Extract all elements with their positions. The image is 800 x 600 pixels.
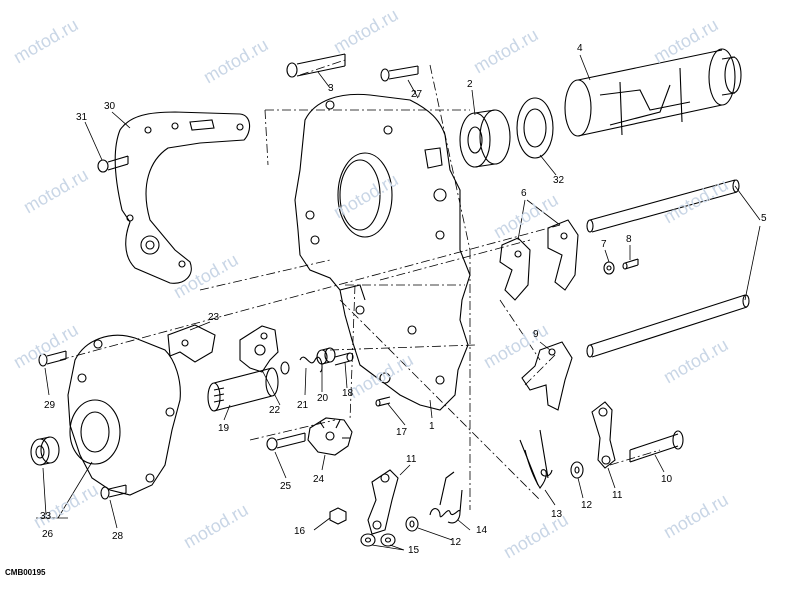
part-label-1: 1 [429,421,435,432]
spacer-2 [459,109,511,168]
pin-20 [316,347,336,365]
bolt-29 [38,350,67,367]
part-label-11a: 11 [406,454,417,465]
part-label-12a: 12 [450,537,462,548]
gearchange-drum-4 [564,48,742,137]
part-label-5: 5 [761,213,767,224]
part-label-6: 6 [521,188,527,199]
washer-7 [603,261,615,275]
bolt-27 [380,65,419,82]
part-label-18: 18 [342,388,354,399]
pin-8 [622,258,639,270]
lever-11-lower [367,469,399,535]
part-label-7: 7 [601,239,607,250]
part-label-4: 4 [577,43,583,54]
pin-10 [629,430,684,463]
washer-12-lower [405,516,419,532]
part-label-14: 14 [476,525,488,536]
part-label-22: 22 [269,405,281,416]
dowel-17 [375,396,391,407]
selector-fork-9 [521,341,573,411]
part-label-28: 28 [112,531,124,542]
selector-mechanism-22 [239,325,279,373]
part-label-20: 20 [317,393,329,404]
casing-1 [294,93,471,411]
part-label-12b: 12 [581,500,593,511]
fork-shafts-5 [586,179,750,358]
side-cover [67,334,181,496]
part-label-3: 3 [328,83,334,94]
part-label-15: 15 [408,545,420,556]
lever-11-upper [591,401,616,469]
bolt-28 [100,484,127,500]
part-label-26: 26 [42,529,54,540]
part-label-11b: 11 [612,490,623,501]
part-label-24: 24 [313,474,325,485]
assembly-axis-lines [59,59,661,510]
spring-21 [280,356,323,375]
plate-23 [167,324,216,363]
part-label-30: 30 [104,101,116,112]
part-label-25: 25 [280,481,292,492]
diagram-code: CMB00195 [5,568,46,577]
part-label-13: 13 [551,509,563,520]
part-label-23: 23 [208,312,220,323]
part-label-9: 9 [533,329,539,340]
bolt-31 [97,155,129,173]
part-label-29: 29 [44,400,56,411]
bolt-3 [286,53,346,78]
bolt-25 [266,432,306,451]
washers-15 [360,533,396,547]
part-label-16: 16 [294,526,306,537]
gasket-30 [114,111,251,284]
nut-16 [329,507,347,525]
spring-14 [429,471,463,524]
part-label-21: 21 [297,400,309,411]
detent-star-24 [307,417,353,456]
part-label-19: 19 [218,423,230,434]
pin-18 [334,352,354,366]
part-label-17: 17 [396,427,408,438]
part-label-32: 32 [553,175,565,186]
part-label-31: 31 [76,112,88,123]
part-label-8: 8 [626,234,632,245]
washer-33 [30,436,60,466]
washer-12-upper [570,461,584,479]
spring-13 [519,429,553,489]
part-label-33: 33 [40,511,52,522]
part-label-10: 10 [661,474,673,485]
washer-32 [516,97,554,159]
selector-shaft-19 [207,367,279,412]
part-label-2: 2 [467,79,473,90]
leader-lines [36,54,761,551]
selector-forks-6 [499,219,579,301]
part-label-27: 27 [411,89,423,100]
